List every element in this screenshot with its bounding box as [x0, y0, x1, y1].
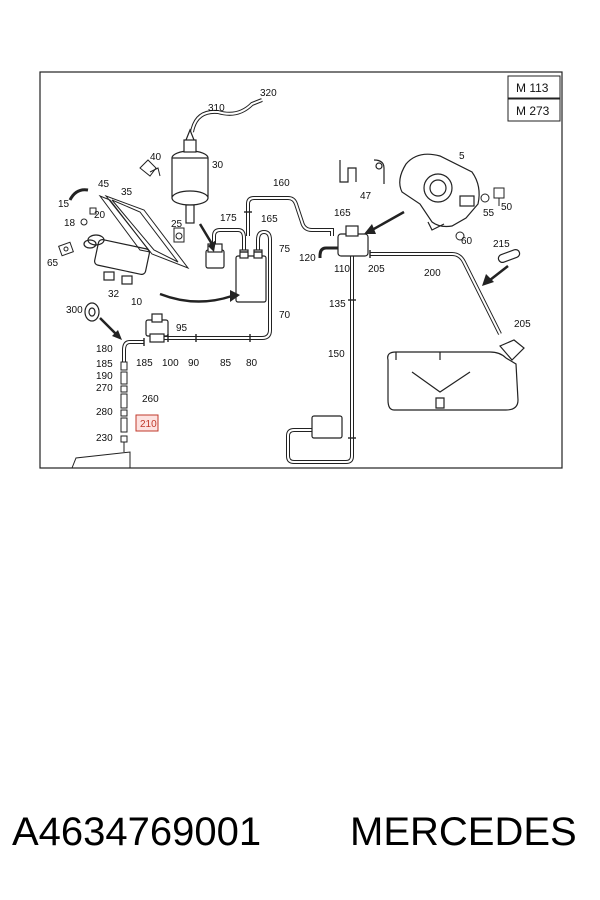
label-165b: 165: [334, 208, 351, 219]
part-labels: 310 320 40 30 45 35 15 20 18 25 175 165 …: [47, 88, 531, 444]
seal-45: [98, 194, 152, 253]
engine-code-box-2: M 273: [507, 98, 561, 122]
clamp-65: [58, 241, 74, 257]
label-180: 180: [96, 344, 113, 355]
label-15: 15: [58, 199, 70, 210]
part-number: A4634769001: [12, 810, 261, 854]
bolt-50: [493, 187, 505, 206]
label-320: 320: [260, 88, 277, 99]
engine-code-box-1: M 113: [507, 75, 561, 99]
label-230: 230: [96, 433, 113, 444]
label-18: 18: [64, 218, 76, 229]
engine-code-1: M 113: [516, 81, 549, 95]
label-135: 135: [329, 299, 346, 310]
label-165a: 165: [261, 214, 278, 225]
arrows: [99, 210, 509, 340]
label-45: 45: [98, 179, 110, 190]
label-20: 20: [94, 210, 106, 221]
label-215: 215: [493, 239, 510, 250]
label-30: 30: [212, 160, 224, 171]
label-65: 65: [47, 258, 59, 269]
label-280: 280: [96, 407, 113, 418]
label-85: 85: [220, 358, 232, 369]
brand-name: MERCEDES: [350, 810, 577, 854]
label-185b: 185: [96, 359, 113, 370]
label-32: 32: [108, 289, 120, 300]
label-300: 300: [66, 305, 83, 316]
label-47: 47: [360, 191, 372, 202]
label-175: 175: [220, 213, 237, 224]
label-10: 10: [131, 297, 143, 308]
clip-20: [89, 207, 97, 215]
label-205a: 205: [368, 264, 385, 275]
hose-15: [68, 188, 89, 201]
grommet-300: [84, 302, 100, 322]
pressure-damper: [205, 243, 225, 269]
label-310: 310: [208, 103, 225, 114]
label-190: 190: [96, 371, 113, 382]
label-185a: 185: [136, 358, 153, 369]
throttle-body-5: [399, 153, 480, 231]
bracket-40: [139, 159, 161, 177]
fuel-tank: [387, 339, 525, 411]
highlighted-label: 210: [140, 419, 157, 430]
label-160: 160: [273, 178, 290, 189]
label-150: 150: [328, 349, 345, 360]
connector-150: [311, 415, 343, 439]
hose-stack: [71, 361, 131, 469]
label-95: 95: [176, 323, 188, 334]
label-260: 260: [142, 394, 159, 405]
label-200: 200: [424, 268, 441, 279]
label-80: 80: [246, 358, 258, 369]
label-60: 60: [461, 236, 473, 247]
label-50: 50: [501, 202, 513, 213]
label-55: 55: [483, 208, 495, 219]
nut-60: [455, 231, 465, 241]
line-120: [318, 246, 338, 258]
label-205b: 205: [514, 319, 531, 330]
fuel-pump-32: [83, 234, 150, 285]
label-35: 35: [121, 187, 133, 198]
valve-165: [337, 225, 369, 257]
charcoal-canister: [235, 249, 267, 303]
plug-18: [80, 218, 88, 226]
hose-215: [497, 249, 521, 263]
clamp-marks: [143, 211, 371, 439]
label-270: 270: [96, 383, 113, 394]
bracket-47: [339, 159, 385, 184]
fitting-25: [173, 227, 185, 243]
label-25: 25: [171, 219, 183, 230]
label-120: 120: [299, 253, 316, 264]
label-75: 75: [279, 244, 291, 255]
fuel-filter-30: [171, 128, 209, 224]
engine-code-2: M 273: [516, 104, 550, 118]
label-5: 5: [459, 151, 465, 162]
label-110: 110: [334, 264, 350, 275]
label-70: 70: [279, 310, 291, 321]
valve-95: [145, 313, 169, 343]
label-100: 100: [162, 358, 179, 369]
label-40: 40: [150, 152, 162, 163]
highlight-box: [135, 414, 159, 432]
washer-55: [480, 193, 490, 203]
label-90: 90: [188, 358, 200, 369]
